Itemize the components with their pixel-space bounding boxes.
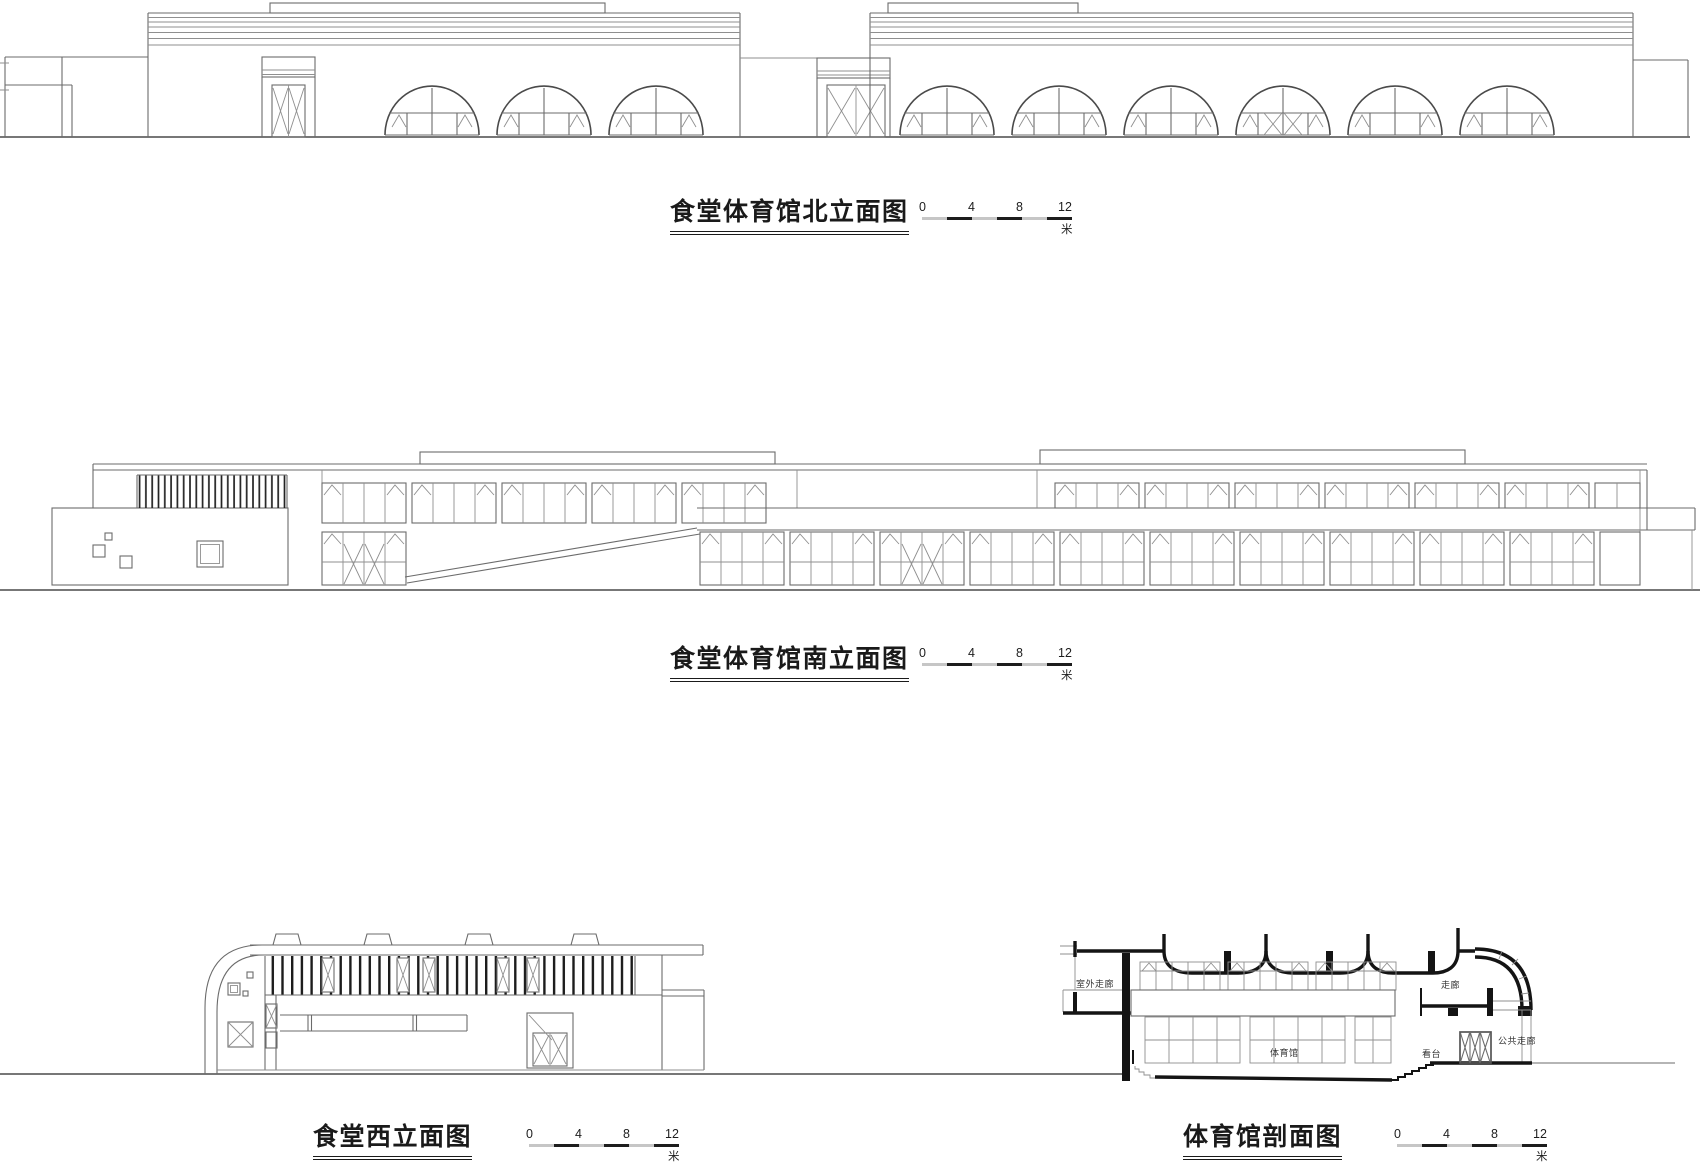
west-elevation-drawing — [0, 933, 1122, 1075]
label-outdoor-corridor: 室外走廊 — [1076, 979, 1115, 989]
scale-label: 12 — [1058, 646, 1072, 660]
canteen-window-band — [321, 470, 798, 585]
scale-label: 12 — [1533, 1127, 1547, 1141]
gymnasium-block — [869, 2, 1634, 137]
scale-unit: 米 — [1061, 670, 1073, 682]
roof-clerestory — [419, 451, 776, 465]
label-public-corridor: 公共走廊 — [1498, 1036, 1537, 1046]
roof-clerestory — [269, 2, 606, 14]
scale-bar-line — [922, 217, 1072, 220]
roof-clerestory — [1039, 449, 1466, 465]
north-elevation-drawing — [0, 2, 1690, 138]
corner-windows — [227, 971, 278, 1049]
scale-bar-south: 0 4 8 12 米 — [919, 646, 1074, 682]
middle-entrance-door — [740, 57, 891, 138]
scale-unit: 米 — [668, 1151, 680, 1163]
scale-bar-line — [529, 1144, 679, 1147]
scale-label: 8 — [1491, 1127, 1498, 1141]
scale-bar-section: 0 4 8 12 米 — [1394, 1127, 1549, 1163]
title-gym-section: 体育馆剖面图 — [1183, 1117, 1343, 1160]
scale-label: 0 — [919, 646, 926, 660]
corridor-beam-assembly — [1420, 988, 1532, 1063]
canopy-band — [280, 1014, 468, 1032]
walkway-beam — [1130, 989, 1396, 1017]
scale-bar-line — [1397, 1144, 1547, 1147]
scale-unit: 米 — [1061, 224, 1073, 236]
canteen-entrance-door — [261, 56, 316, 138]
canteen-block — [147, 2, 741, 137]
parapet — [92, 463, 1648, 530]
section-door — [1459, 1031, 1492, 1064]
left-low-wall — [0, 56, 148, 137]
scale-bar-west: 0 4 8 12 米 — [526, 1127, 681, 1163]
ramp — [404, 527, 701, 584]
outdoor-corridor-structure — [1062, 953, 1157, 1081]
upper-window-band — [1139, 961, 1397, 991]
right-low-wing — [662, 989, 705, 1070]
gymnasium-arched-windows — [899, 85, 1555, 136]
scale-label: 4 — [968, 200, 975, 214]
west-door — [526, 1012, 574, 1069]
scale-bar-north: 0 4 8 12 米 — [919, 200, 1074, 236]
scale-label: 8 — [1016, 646, 1023, 660]
right-low-wing — [1633, 59, 1689, 137]
hall-glazing — [1144, 1016, 1392, 1064]
scale-label: 8 — [1016, 200, 1023, 214]
roof-clerestory — [887, 2, 1079, 14]
label-grandstand: 看台 — [1422, 1049, 1442, 1059]
annex-block — [51, 474, 289, 586]
scale-label: 0 — [919, 200, 926, 214]
title-west-elevation: 食堂西立面图 — [313, 1117, 473, 1160]
scale-label: 4 — [968, 646, 975, 660]
scale-unit: 米 — [1536, 1151, 1548, 1163]
floor-and-grandstand — [1154, 1061, 1532, 1082]
scale-label: 0 — [1394, 1127, 1401, 1141]
roof-slab — [250, 933, 704, 956]
rounded-corner — [204, 944, 265, 1074]
canteen-arched-windows — [384, 85, 704, 136]
scale-label: 8 — [623, 1127, 630, 1141]
south-elevation-drawing — [0, 449, 1700, 591]
scale-label: 0 — [526, 1127, 533, 1141]
scale-bar-line — [922, 663, 1072, 666]
label-gymnasium: 体育馆 — [1270, 1048, 1299, 1058]
scale-label: 12 — [1058, 200, 1072, 214]
ground-floor-window-band — [699, 530, 1693, 590]
scale-label: 4 — [575, 1127, 582, 1141]
louvre-band — [265, 956, 662, 996]
label-corridor: 走廊 — [1441, 980, 1461, 990]
title-south-elevation: 食堂体育馆南立面图 — [670, 639, 909, 682]
scale-label: 4 — [1443, 1127, 1450, 1141]
louvre-band — [137, 475, 287, 508]
elevated-corridor — [697, 507, 1696, 531]
gym-section-drawing — [1060, 928, 1675, 1082]
scale-label: 12 — [665, 1127, 679, 1141]
title-north-elevation: 食堂体育馆北立面图 — [670, 192, 909, 235]
gym-window-band — [1036, 470, 1641, 532]
